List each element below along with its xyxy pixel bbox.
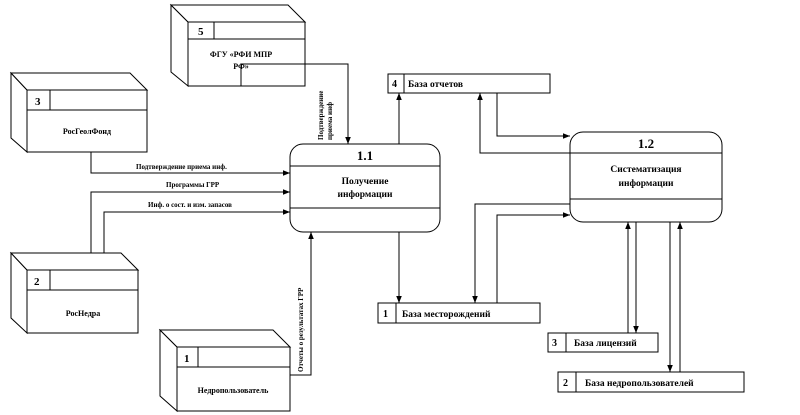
store-name: База месторождений bbox=[402, 309, 491, 320]
flow-label: приема инф bbox=[326, 102, 334, 140]
store-number: 4 bbox=[392, 79, 397, 90]
flow-programs-grr: Программы ГРР bbox=[90, 181, 290, 253]
entity-nedropolzovatel: 1 Недропользователь bbox=[158, 328, 292, 413]
entity-number: 2 bbox=[34, 276, 40, 288]
process-number: 1.1 bbox=[357, 148, 373, 163]
flow-systematization-to-reports bbox=[477, 93, 570, 154]
entity-name: ФГУ «РФИ МПР bbox=[210, 50, 272, 59]
entity-rfi-mpr: 5 ФГУ «РФИ МПР РФ» bbox=[169, 3, 307, 88]
entity-number: 5 bbox=[198, 26, 204, 38]
process-name: информации bbox=[338, 189, 394, 200]
store-reports: 4 База отчетов bbox=[387, 73, 551, 94]
flow-label: Подтверждение приема инф. bbox=[136, 163, 227, 171]
store-licenses: 3 База лицензий bbox=[547, 332, 659, 353]
entity-name: РосГеолФонд bbox=[63, 127, 111, 136]
flow-reserves-info: Инф. о сост. и изм. запасов bbox=[103, 201, 290, 253]
entity-rosnedra: 2 РосНедра bbox=[9, 251, 140, 335]
entity-name: Недропользователь bbox=[198, 386, 269, 395]
flow-deposits-to-systematization bbox=[496, 212, 570, 303]
entity-number: 1 bbox=[184, 353, 190, 365]
store-subsoil-users: 2 База недропользователей bbox=[557, 371, 745, 393]
store-name: База недропользователей bbox=[585, 378, 694, 389]
flow-systematization-to-deposits bbox=[472, 203, 570, 303]
store-number: 1 bbox=[383, 309, 388, 320]
process-name: информации bbox=[619, 178, 675, 189]
process-number: 1.2 bbox=[638, 136, 654, 151]
flow-label: Программы ГРР bbox=[166, 181, 220, 189]
flow-reports-grr: Отчеты о результатах ГРР bbox=[290, 232, 314, 376]
store-name: База лицензий bbox=[574, 338, 637, 349]
flow-reports-to-systematization bbox=[496, 93, 570, 139]
store-name: База отчетов bbox=[408, 80, 463, 90]
entity-rosgeolfond: 3 РосГеолФонд bbox=[9, 71, 149, 154]
process-name: Получение bbox=[342, 177, 389, 187]
store-number: 2 bbox=[563, 378, 568, 389]
flow-label: Отчеты о результатах ГРР bbox=[297, 287, 305, 372]
flow-confirmation-from-rfi: Подтверждение приема инф bbox=[240, 63, 351, 144]
store-number: 3 bbox=[552, 338, 557, 349]
flow-confirmation-from-rosgeolfond: Подтверждение приема инф. bbox=[90, 152, 290, 176]
flow-label: Подтверждение bbox=[317, 91, 325, 140]
entity-name: РосНедра bbox=[66, 309, 100, 318]
store-deposits: 1 База месторождений bbox=[377, 302, 541, 324]
entity-number: 3 bbox=[35, 96, 41, 108]
flow-label: Инф. о сост. и изм. запасов bbox=[148, 201, 232, 209]
process-systematize-info: 1.2 Систематизация информации bbox=[569, 131, 723, 223]
process-receive-info: 1.1 Получение информации bbox=[289, 143, 441, 233]
process-name: Систематизация bbox=[610, 165, 681, 175]
